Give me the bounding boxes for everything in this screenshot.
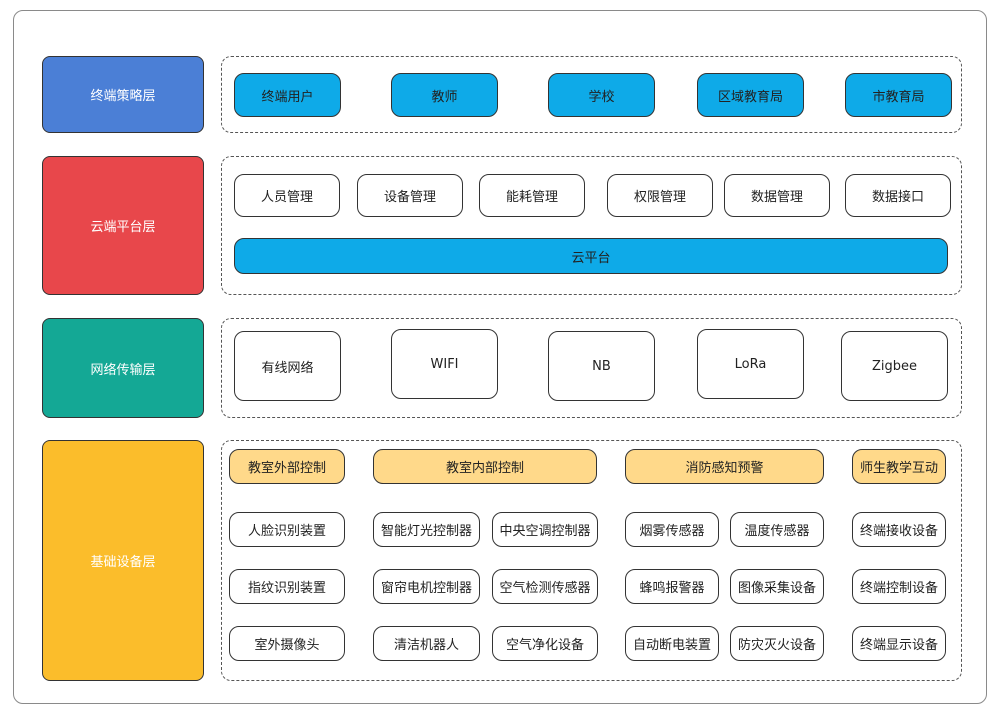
layer-label-network: 网络传输层 bbox=[42, 318, 204, 418]
device-node-fire-extinguishing: 防灾灭火设备 bbox=[730, 626, 824, 661]
device-node-outdoor-camera: 室外摄像头 bbox=[229, 626, 345, 661]
device-node-air-purifier: 空气净化设备 bbox=[492, 626, 598, 661]
device-node-cleaning-robot: 清洁机器人 bbox=[373, 626, 480, 661]
device-node-temperature-sensor: 温度传感器 bbox=[730, 512, 824, 547]
device-node-curtain-controller: 窗帘电机控制器 bbox=[373, 569, 480, 604]
strategy-node-city-bureau: 市教育局 bbox=[845, 73, 952, 117]
device-node-buzzer-alarm: 蜂鸣报警器 bbox=[625, 569, 719, 604]
cloud-node-permission: 权限管理 bbox=[607, 174, 713, 217]
network-layer-box bbox=[221, 318, 962, 418]
network-node-zigbee: Zigbee bbox=[841, 331, 948, 401]
layer-label-strategy: 终端策略层 bbox=[42, 56, 204, 133]
strategy-node-terminal-user: 终端用户 bbox=[234, 73, 341, 117]
device-group-teaching-interaction: 师生教学互动 bbox=[852, 449, 946, 484]
device-node-terminal-receiver: 终端接收设备 bbox=[852, 512, 946, 547]
device-group-fire-warning: 消防感知预警 bbox=[625, 449, 824, 484]
device-node-lighting-controller: 智能灯光控制器 bbox=[373, 512, 480, 547]
device-node-terminal-display: 终端显示设备 bbox=[852, 626, 946, 661]
device-node-face-recognition: 人脸识别装置 bbox=[229, 512, 345, 547]
layer-label-cloud: 云端平台层 bbox=[42, 156, 204, 295]
cloud-node-data-interface: 数据接口 bbox=[845, 174, 951, 217]
device-node-air-sensor: 空气检测传感器 bbox=[492, 569, 598, 604]
strategy-node-school: 学校 bbox=[548, 73, 655, 117]
cloud-layer-box bbox=[221, 156, 962, 295]
network-node-wifi: WIFI bbox=[391, 329, 498, 399]
cloud-node-data: 数据管理 bbox=[724, 174, 830, 217]
cloud-node-device: 设备管理 bbox=[357, 174, 463, 217]
device-node-image-capture: 图像采集设备 bbox=[730, 569, 824, 604]
device-node-smoke-sensor: 烟雾传感器 bbox=[625, 512, 719, 547]
cloud-platform-bar: 云平台 bbox=[234, 238, 948, 274]
network-node-lora: LoRa bbox=[697, 329, 804, 399]
strategy-node-district-bureau: 区域教育局 bbox=[697, 73, 804, 117]
device-layer-box bbox=[221, 440, 962, 681]
device-node-terminal-controller: 终端控制设备 bbox=[852, 569, 946, 604]
cloud-node-energy: 能耗管理 bbox=[479, 174, 585, 217]
cloud-node-personnel: 人员管理 bbox=[234, 174, 340, 217]
network-node-nb: NB bbox=[548, 331, 655, 401]
device-node-fingerprint: 指纹识别装置 bbox=[229, 569, 345, 604]
device-group-outdoor-control: 教室外部控制 bbox=[229, 449, 345, 484]
network-node-wired: 有线网络 bbox=[234, 331, 341, 401]
layer-label-device: 基础设备层 bbox=[42, 440, 204, 681]
strategy-layer-box bbox=[221, 56, 962, 133]
strategy-node-teacher: 教师 bbox=[391, 73, 498, 117]
device-node-auto-power-off: 自动断电装置 bbox=[625, 626, 719, 661]
device-node-ac-controller: 中央空调控制器 bbox=[492, 512, 598, 547]
device-group-indoor-control: 教室内部控制 bbox=[373, 449, 597, 484]
